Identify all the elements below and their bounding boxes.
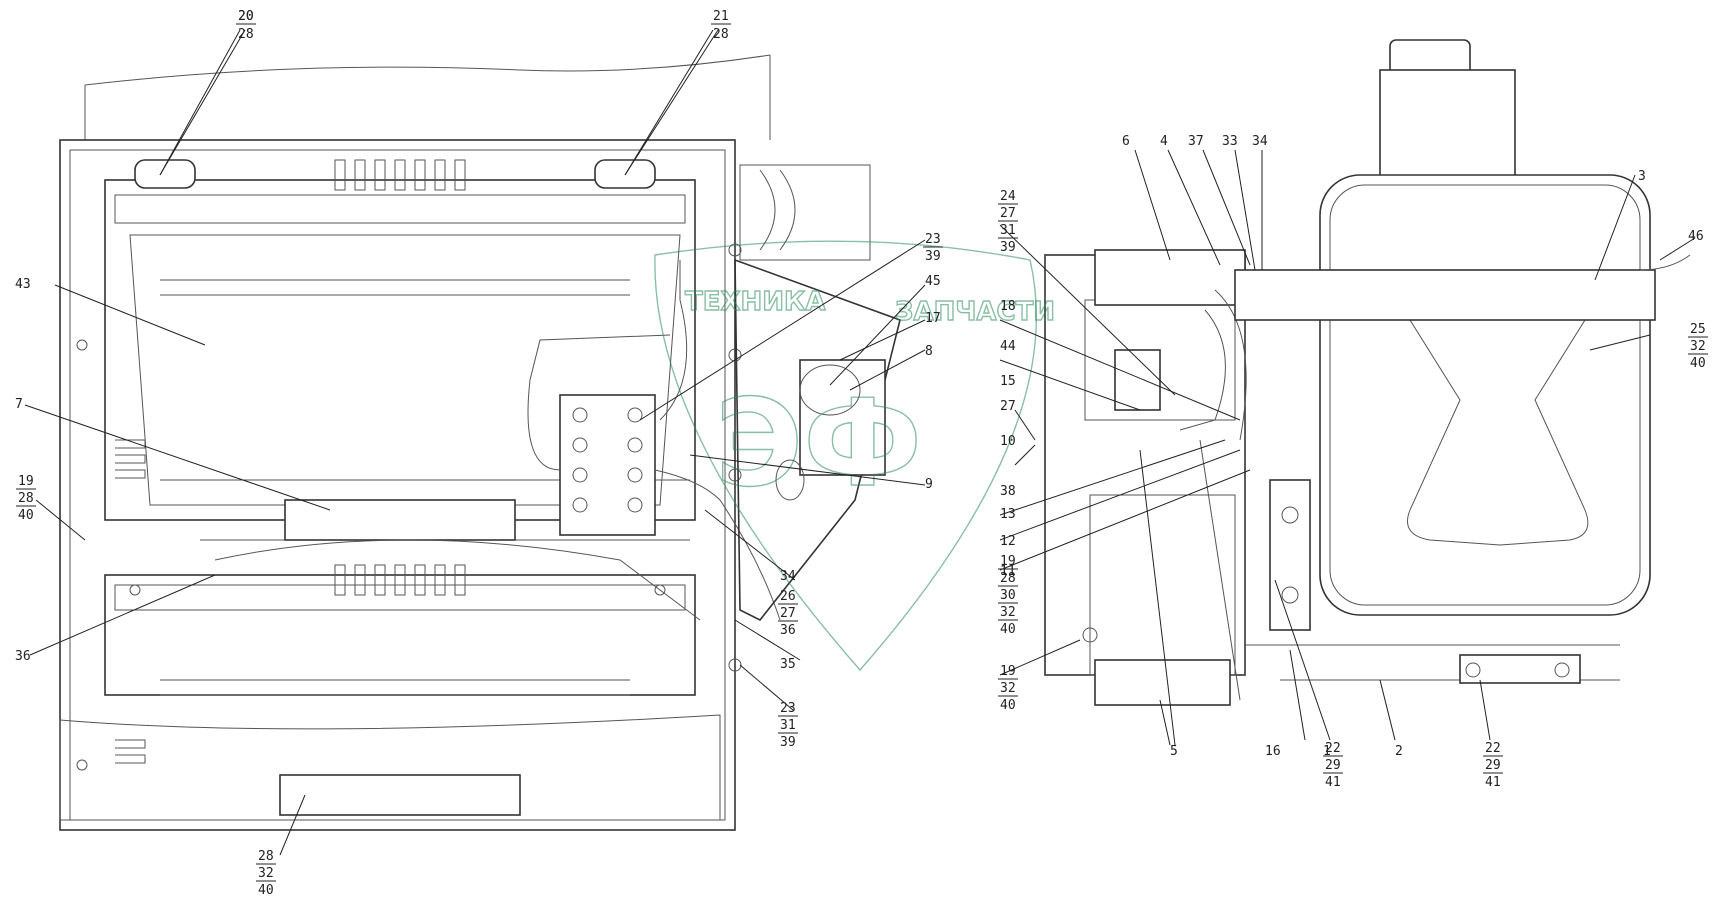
stack-24-1: 27 xyxy=(1000,206,1016,221)
callout-18: 18 xyxy=(1000,299,1016,314)
stack-19c-0: 19 xyxy=(1000,664,1016,679)
callout-11: 11 xyxy=(1000,564,1016,579)
callout-7: 7 xyxy=(15,397,23,412)
callout-34: 34 xyxy=(1252,134,1268,149)
callout-10: 10 xyxy=(1000,434,1016,449)
stack-20-1: 28 xyxy=(238,27,254,42)
callout-45: 45 xyxy=(925,274,941,289)
callout-16: 16 xyxy=(1265,744,1281,759)
stack-19b-4: 40 xyxy=(1000,622,1016,637)
callout-17: 17 xyxy=(925,311,941,326)
watermark-line1: ТЕХНИКА xyxy=(685,287,825,317)
stack-19b-2: 30 xyxy=(1000,588,1016,603)
stack-34b-0: 34 xyxy=(780,569,796,584)
stack-34b-1: 26 xyxy=(780,589,796,604)
stack-23a-0: 23 xyxy=(925,232,941,247)
stack-22a-0: 22 xyxy=(1325,741,1341,756)
stack-22b-2: 41 xyxy=(1485,775,1501,790)
watermark-emblem: ЭФ xyxy=(715,375,922,514)
stack-19a-1: 28 xyxy=(18,491,34,506)
stack-22a-2: 41 xyxy=(1325,775,1341,790)
callout-3: 3 xyxy=(1638,169,1646,184)
stacked-callouts: 20 28 28 23 39 24 27 31 39 25 32 40 19 2… xyxy=(16,9,1708,898)
battery-lower xyxy=(104,574,696,696)
stack-22a-1: 29 xyxy=(1325,758,1341,773)
callout-12: 12 xyxy=(1000,534,1016,549)
stack-19b-1: 28 xyxy=(1000,571,1016,586)
battery-frame-assembly xyxy=(59,54,871,831)
callout-21: 21 xyxy=(713,9,729,24)
stack-24-2: 31 xyxy=(1000,223,1016,238)
callout-43: 43 xyxy=(15,277,31,292)
watermark: ТЕХНИКА ЗАПЧАСТИ ЭФ xyxy=(654,240,1056,672)
callout-8: 8 xyxy=(925,344,933,359)
stack-28-0: 28 xyxy=(258,849,274,864)
canister-body xyxy=(1319,174,1651,616)
stack-19c-1: 32 xyxy=(1000,681,1016,696)
callout-35: 35 xyxy=(780,657,796,672)
stack-23a-1: 39 xyxy=(925,249,941,264)
stack-22b-0: 22 xyxy=(1485,741,1501,756)
stack-28-2: 40 xyxy=(258,883,274,898)
callout-33: 33 xyxy=(1222,134,1238,149)
stack-34b-3: 36 xyxy=(780,623,796,638)
callout-15: 15 xyxy=(1000,374,1016,389)
callout-44: 44 xyxy=(1000,339,1016,354)
stack-34b-2: 27 xyxy=(780,606,796,621)
stack-23b-0: 23 xyxy=(780,701,796,716)
canister xyxy=(1234,39,1691,684)
stack-25-1: 32 xyxy=(1690,339,1706,354)
callout-36: 36 xyxy=(15,649,31,664)
stack-21-1: 28 xyxy=(713,27,729,42)
stack-22b-1: 29 xyxy=(1485,758,1501,773)
stack-19b-3: 32 xyxy=(1000,605,1016,620)
callout-9: 9 xyxy=(925,477,933,492)
watermark-line2: ЗАПЧАСТИ xyxy=(895,297,1055,327)
leader-lines xyxy=(24,29,1696,856)
stack-25-0: 25 xyxy=(1690,322,1706,337)
callout-1: 1 xyxy=(1323,744,1331,759)
callout-38: 38 xyxy=(1000,484,1016,499)
stack-23b-2: 39 xyxy=(780,735,796,750)
stack-23b-1: 31 xyxy=(780,718,796,733)
callout-labels: 43 7 36 45 17 8 9 35 6 4 37 33 34 3 46 1… xyxy=(15,9,1704,759)
callout-20: 20 xyxy=(238,9,254,24)
callout-27b: 27 xyxy=(1000,399,1016,414)
stack-24-0: 24 xyxy=(1000,189,1016,204)
callout-6: 6 xyxy=(1122,134,1130,149)
terminal-block xyxy=(559,394,656,536)
callout-4: 4 xyxy=(1160,134,1168,149)
stack-24-3: 39 xyxy=(1000,240,1016,255)
stack-20-0: 20 xyxy=(238,9,254,24)
callout-2: 2 xyxy=(1395,744,1403,759)
stack-19c-2: 40 xyxy=(1000,698,1016,713)
callout-46: 46 xyxy=(1688,229,1704,244)
callout-5: 5 xyxy=(1170,744,1178,759)
callout-37: 37 xyxy=(1188,134,1204,149)
stack-28-1: 32 xyxy=(258,866,274,881)
callout-13: 13 xyxy=(1000,507,1016,522)
stack-19a-0: 19 xyxy=(18,474,34,489)
stack-25-2: 40 xyxy=(1690,356,1706,371)
stack-19a-2: 40 xyxy=(18,508,34,523)
stack-19b-0: 19 xyxy=(1000,554,1016,569)
